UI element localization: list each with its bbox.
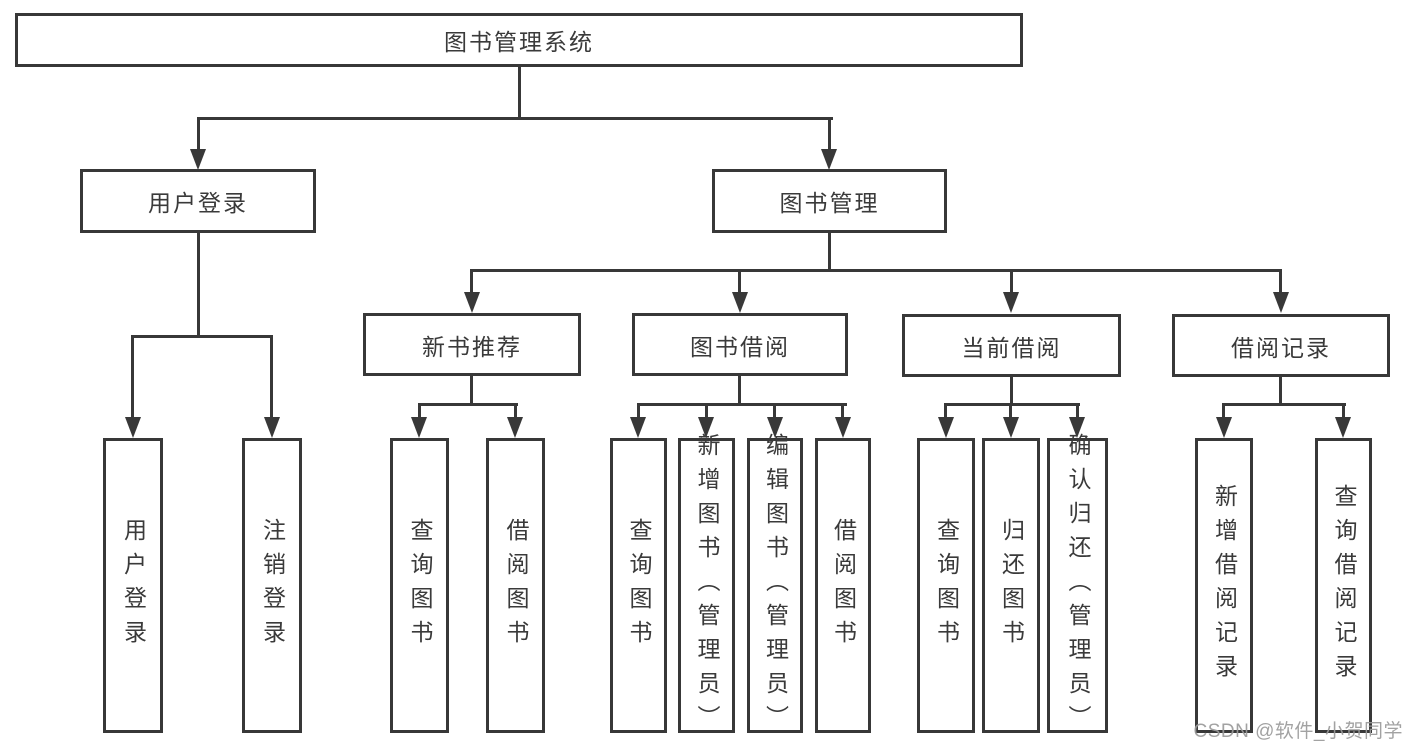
node-label: 新增图书（管理员） — [694, 432, 720, 739]
node-label: 确认归还（管理员） — [1065, 432, 1091, 739]
arrowhead-down-icon — [411, 417, 427, 438]
connector-line — [773, 403, 776, 417]
arrowhead-down-icon — [835, 417, 851, 438]
node-label: 查询图书 — [626, 517, 652, 654]
node-label: 当前借阅 — [961, 334, 1062, 361]
leaf-query-borrow-record: 查询借阅记录 — [1315, 438, 1372, 733]
node-label: 图书管理系统 — [444, 29, 594, 55]
connector-line — [841, 403, 844, 417]
connector-line — [1342, 403, 1345, 417]
connector-line — [470, 269, 473, 295]
arrowhead-down-icon — [1216, 417, 1232, 438]
arrowhead-down-icon — [732, 292, 748, 313]
node-label: 查询图书 — [933, 517, 960, 654]
leaf-query-books-1: 查询图书 — [390, 438, 449, 733]
node-label: 图书借阅 — [690, 333, 790, 360]
connector-line — [738, 269, 741, 295]
arrowhead-down-icon — [938, 417, 954, 438]
connector-line — [637, 403, 847, 406]
leaf-query-books-3: 查询图书 — [917, 438, 975, 733]
leaf-borrow-books-2: 借阅图书 — [815, 438, 871, 733]
node-label: 图书管理 — [779, 190, 880, 216]
node-label: 归还图书 — [998, 517, 1025, 654]
node-label: 用户登录 — [120, 517, 147, 654]
connector-line — [418, 403, 421, 417]
arrowhead-down-icon — [464, 292, 480, 313]
arrowhead-down-icon — [125, 417, 141, 438]
connector-line — [705, 403, 708, 417]
connector-line — [1010, 377, 1013, 405]
node-user-login: 用户登录 — [80, 169, 316, 233]
connector-line — [1076, 403, 1079, 417]
leaf-add-books-admin: 新增图书（管理员） — [678, 433, 735, 739]
connector-line — [1279, 269, 1282, 295]
connector-line — [197, 117, 200, 151]
connector-line — [197, 117, 833, 120]
arrowhead-down-icon — [821, 149, 837, 170]
leaf-return-books: 归还图书 — [982, 438, 1040, 733]
arrowhead-down-icon — [264, 417, 280, 438]
arrowhead-down-icon — [767, 417, 783, 438]
connector-line — [944, 403, 1080, 406]
node-label: 用户登录 — [148, 190, 248, 216]
connector-line — [1222, 403, 1225, 417]
connector-line — [131, 335, 134, 417]
arrowhead-down-icon — [1003, 292, 1019, 313]
arrowhead-down-icon — [190, 149, 206, 170]
leaf-edit-books-admin: 编辑图书（管理员） — [747, 433, 803, 739]
node-borrowing-records: 借阅记录 — [1172, 314, 1390, 377]
connector-line — [1009, 403, 1012, 417]
node-label: 编辑图书（管理员） — [762, 432, 789, 739]
arrowhead-down-icon — [1273, 292, 1289, 313]
node-label: 新增借阅记录 — [1211, 483, 1238, 688]
connector-line — [828, 233, 831, 271]
connector-line — [270, 335, 273, 417]
arrowhead-down-icon — [507, 417, 523, 438]
node-label: 新书推荐 — [422, 333, 522, 360]
watermark: CSDN @软件_小贺同学 — [1193, 721, 1403, 742]
leaf-user-login: 用户登录 — [103, 438, 163, 733]
connector-line — [1010, 269, 1013, 295]
leaf-logout: 注销登录 — [242, 438, 302, 733]
connector-line — [131, 335, 273, 338]
leaf-query-books-2: 查询图书 — [610, 438, 667, 733]
connector-line — [514, 403, 517, 417]
node-book-management: 图书管理 — [712, 169, 947, 233]
node-label: 借阅图书 — [830, 517, 857, 654]
connector-line — [470, 376, 473, 405]
node-label: 注销登录 — [259, 517, 286, 654]
node-book-borrowing: 图书借阅 — [632, 313, 848, 376]
connector-line — [738, 376, 741, 405]
connector-line — [197, 233, 200, 337]
arrowhead-down-icon — [1003, 417, 1019, 438]
connector-line — [418, 403, 518, 406]
connector-line — [828, 117, 831, 151]
connector-line — [470, 269, 1282, 272]
arrowhead-down-icon — [1335, 417, 1351, 438]
leaf-add-borrow-record: 新增借阅记录 — [1195, 438, 1253, 733]
node-label: 查询借阅记录 — [1331, 483, 1357, 688]
connector-line — [1222, 403, 1346, 406]
connector-line — [637, 403, 640, 417]
leaf-confirm-return-admin: 确认归还（管理员） — [1047, 433, 1108, 739]
node-label: 借阅图书 — [503, 517, 529, 654]
connector-line — [518, 67, 521, 118]
node-current-borrowing: 当前借阅 — [902, 314, 1121, 377]
arrowhead-down-icon — [698, 417, 714, 438]
connector-line — [1279, 377, 1282, 405]
node-label: 借阅记录 — [1231, 334, 1331, 361]
connector-line — [944, 403, 947, 417]
node-label: 查询图书 — [407, 517, 433, 654]
node-new-book-recommendation: 新书推荐 — [363, 313, 581, 376]
arrowhead-down-icon — [630, 417, 646, 438]
arrowhead-down-icon — [1069, 417, 1085, 438]
leaf-borrow-books-1: 借阅图书 — [486, 438, 545, 733]
node-library-management-system: 图书管理系统 — [15, 13, 1023, 67]
